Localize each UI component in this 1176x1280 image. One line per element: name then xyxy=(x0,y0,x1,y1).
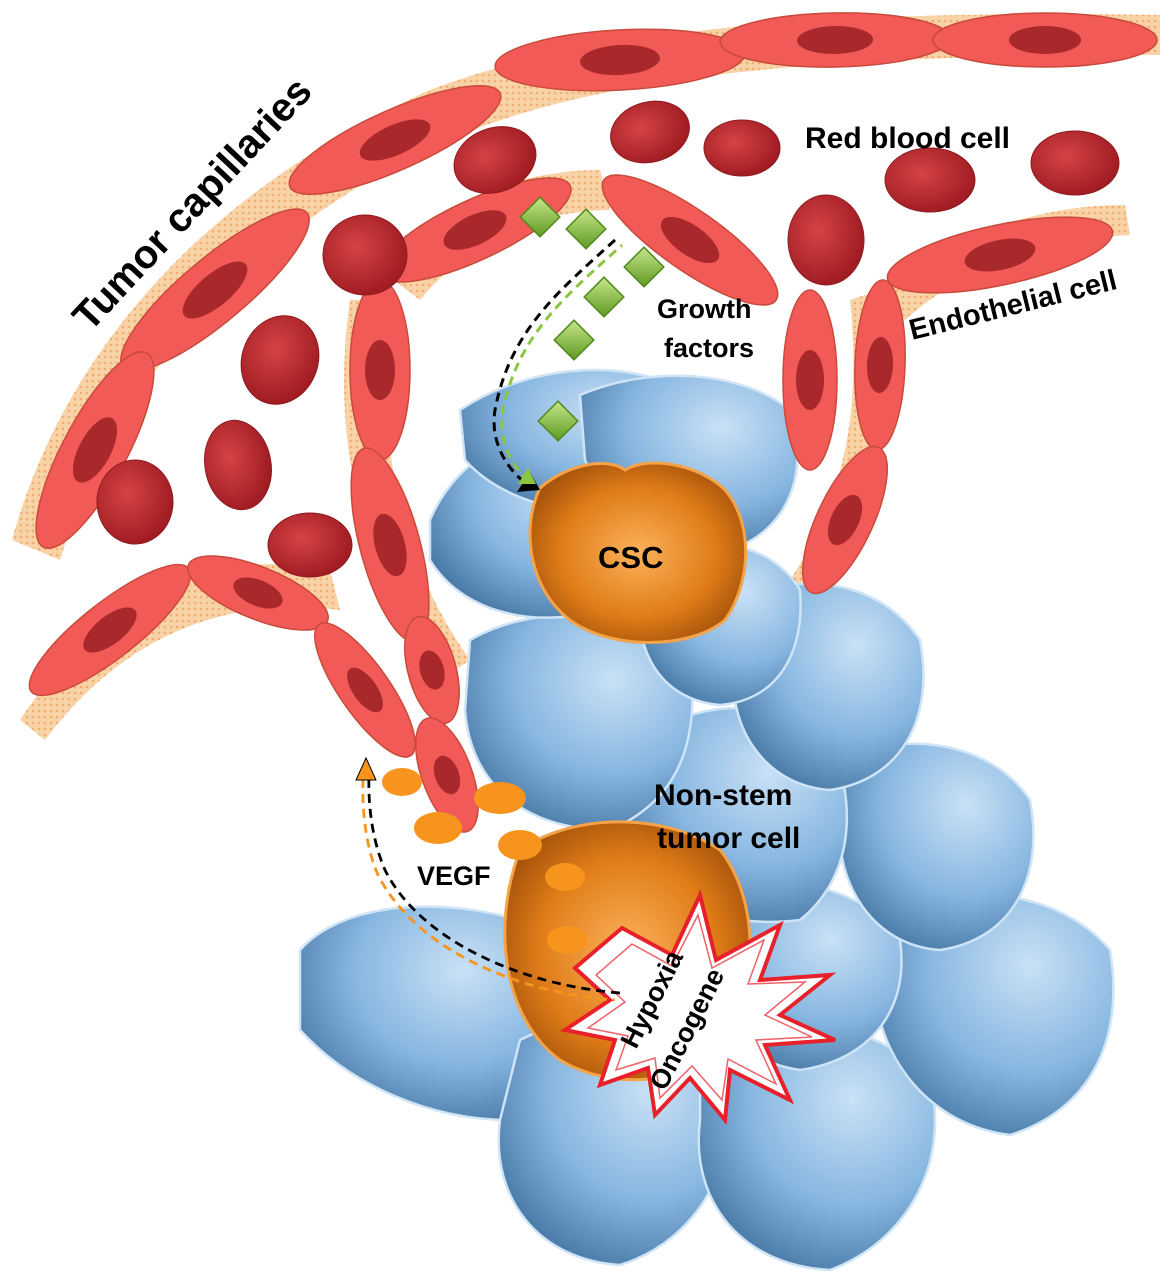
red-blood-cell xyxy=(453,126,537,194)
vegf-vesicle xyxy=(545,863,585,891)
vegf-arrow xyxy=(355,756,621,1002)
red-blood-cell xyxy=(884,147,976,213)
growth-factor xyxy=(623,246,665,288)
red-blood-cell xyxy=(703,119,781,177)
endothelial-cell xyxy=(120,208,310,372)
vegf-particles xyxy=(382,768,542,860)
vegf-particle xyxy=(382,768,422,796)
endothelial-cell xyxy=(932,12,1158,68)
label-csc: CSC xyxy=(598,540,663,575)
red-blood-cell xyxy=(787,194,865,286)
endothelial-cell xyxy=(719,12,951,68)
label-red-blood-cell: Red blood cell xyxy=(805,122,1010,155)
vegf-vesicle xyxy=(547,926,587,954)
red-blood-cells xyxy=(96,100,1120,578)
growth-factor-arrow xyxy=(492,238,624,492)
growth-factor xyxy=(519,196,561,238)
endothelial-cells xyxy=(28,12,1158,833)
endothelial-cell xyxy=(801,445,889,595)
growth-factor xyxy=(565,208,607,250)
vegf-particle xyxy=(414,812,462,844)
red-blood-cell xyxy=(204,419,272,511)
endothelial-cell xyxy=(288,85,502,195)
endothelial-cell xyxy=(601,174,779,306)
endothelial-cell xyxy=(886,216,1114,294)
label-non-stem-line1: Non-stem xyxy=(654,779,792,812)
label-growth-factors-line1: Growth xyxy=(657,294,752,324)
label-non-stem-line2: tumor cell xyxy=(657,822,800,855)
growth-factor xyxy=(583,276,625,318)
endothelial-cell xyxy=(404,615,460,725)
red-blood-cell xyxy=(1030,130,1120,196)
vegf-particle xyxy=(474,782,526,814)
label-growth-factors-line2: factors xyxy=(664,333,754,363)
endothelial-cell xyxy=(314,622,416,758)
red-blood-cell xyxy=(322,214,408,296)
endothelial-cell xyxy=(187,555,329,631)
growth-factor xyxy=(553,319,595,361)
red-blood-cell xyxy=(267,512,353,578)
growth-factors xyxy=(519,196,665,442)
red-blood-cell xyxy=(610,100,690,164)
hypoxia-oncogene-burst-inner xyxy=(586,912,813,1102)
endothelial-cell xyxy=(415,717,479,833)
growth-factor xyxy=(537,400,579,442)
endothelial-cell xyxy=(349,279,411,461)
endothelial-cell xyxy=(782,289,838,471)
red-blood-cell xyxy=(96,459,174,545)
endothelial-cell xyxy=(378,177,572,283)
csc-cell xyxy=(528,461,748,644)
label-vegf: VEGF xyxy=(417,861,491,891)
endothelial-cell xyxy=(494,28,746,92)
red-blood-cell xyxy=(240,315,320,405)
vegf-particle xyxy=(498,830,542,860)
